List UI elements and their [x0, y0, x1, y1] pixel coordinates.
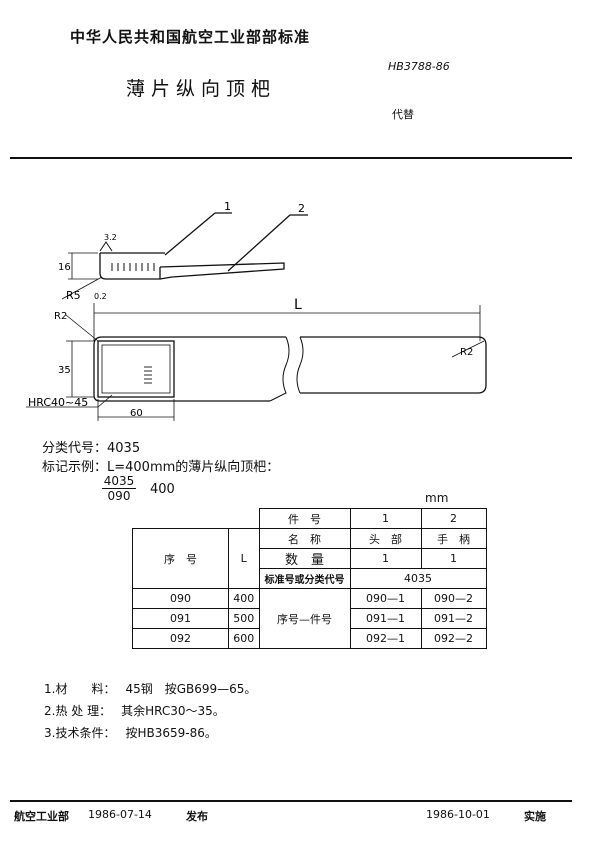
- radius-r2-top: R2: [54, 311, 67, 322]
- header-item-no: 件 号: [258, 508, 351, 529]
- header-qty: 数 量: [258, 548, 351, 569]
- header-name: 名 称: [258, 528, 351, 549]
- part1-qty: 1: [349, 548, 422, 569]
- note-value: 45钢 按GB699—65。: [125, 682, 257, 696]
- standard-number: HB3788-86: [388, 60, 450, 73]
- dim-35: 35: [58, 365, 71, 376]
- footer-impl-date: 1986-10-01: [426, 808, 490, 821]
- row-p2: 092—2: [420, 628, 487, 649]
- row-l: 400: [228, 588, 260, 609]
- replaces-label: 代替: [392, 108, 414, 121]
- row-seq: 091: [132, 608, 229, 629]
- row-l: 600: [228, 628, 260, 649]
- roughness-value: 3.2: [104, 233, 117, 242]
- part-no-label: 序号—件号: [258, 588, 351, 649]
- row-seq: 090: [132, 588, 229, 609]
- part2-name: 手 柄: [420, 528, 487, 549]
- callout-1: 1: [224, 200, 231, 213]
- mark-numerator: 4035: [102, 474, 136, 489]
- part2-no: 2: [420, 508, 487, 529]
- technical-drawing: 1 2 3.2 16 R5 0.2 R2 L R2 35 HRC40~45 60: [26, 200, 487, 421]
- row-p1: 092—1: [349, 628, 422, 649]
- mark-denominator: 090: [107, 489, 131, 503]
- radius-r5: R5: [66, 289, 81, 302]
- class-code: 分类代号：4035: [42, 441, 141, 456]
- spec-table: 件 号 1 2 序 号 L 名 称 头 部 手 柄 数 量 1 1 标准号或分类…: [132, 508, 487, 649]
- note-value: 其余HRC30～35。: [121, 704, 225, 718]
- document-title: 薄片纵向顶杷: [126, 78, 277, 100]
- hardness-note: HRC40~45: [28, 396, 88, 409]
- dim-16: 16: [58, 262, 71, 273]
- header-seq: 序 号: [132, 528, 229, 589]
- note-value: 按HB3659-86。: [125, 726, 217, 740]
- footer-impl-label: 实施: [524, 810, 546, 823]
- std-code: 4035: [349, 568, 487, 589]
- callout-2: 2: [298, 202, 305, 215]
- note-heat-treatment: 2.热 处 理： 其余HRC30～35。: [44, 702, 225, 719]
- note-label: 2.热 处 理：: [44, 704, 112, 718]
- footer-rule: [10, 800, 572, 802]
- row-p2: 090—2: [420, 588, 487, 609]
- row-l: 500: [228, 608, 260, 629]
- note-label: 3.技术条件：: [44, 726, 116, 740]
- roughness-small: 0.2: [94, 292, 107, 301]
- footer-issue-date: 1986-07-14: [88, 808, 152, 821]
- footer-issue-label: 发布: [186, 810, 208, 823]
- radius-r2-end: R2: [460, 347, 473, 358]
- header-std: 标准号或分类代号: [258, 568, 351, 589]
- footer-issuer: 航空工业部: [14, 810, 69, 823]
- unit-label: mm: [425, 491, 449, 505]
- row-p1: 090—1: [349, 588, 422, 609]
- dim-l: L: [294, 297, 302, 313]
- marking-example: 标记示例：L=400mm的薄片纵向顶杷：: [42, 460, 280, 475]
- header-rule: [10, 157, 572, 159]
- org-title: 中华人民共和国航空工业部部标准: [70, 28, 311, 46]
- dim-60: 60: [130, 408, 143, 419]
- header-l: L: [228, 528, 260, 589]
- row-seq: 092: [132, 628, 229, 649]
- mark-value: 400: [150, 482, 175, 497]
- part2-qty: 1: [420, 548, 487, 569]
- note-material: 1.材 料： 45钢 按GB699—65。: [44, 680, 256, 697]
- part1-no: 1: [349, 508, 422, 529]
- part1-name: 头 部: [349, 528, 422, 549]
- row-p1: 091—1: [349, 608, 422, 629]
- mark-fraction: 4035 090: [102, 474, 136, 503]
- note-label: 1.材 料：: [44, 682, 116, 696]
- row-p2: 091—2: [420, 608, 487, 629]
- note-tech-conditions: 3.技术条件： 按HB3659-86。: [44, 724, 217, 741]
